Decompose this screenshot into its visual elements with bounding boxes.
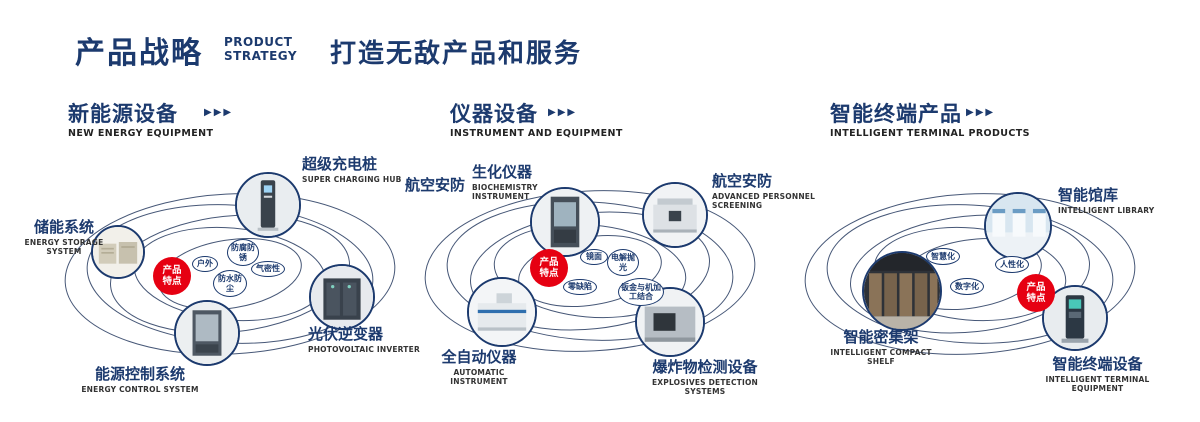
badge-line1: 产品 (162, 264, 182, 276)
item-label-aviation-security-left: 航空安防 (405, 176, 465, 194)
biochem-instrument-circle (530, 187, 600, 257)
item-name: 航空安防 (712, 172, 773, 190)
page-title-en-line1: PRODUCT (224, 35, 293, 49)
section-title-instrument: 仪器设备 (450, 102, 538, 126)
item-name: 爆炸物检测设备 (652, 358, 758, 376)
energy-control-circle (174, 300, 240, 366)
charging-hub-circle (235, 172, 301, 238)
feature-bubble: 镜面 (580, 249, 608, 265)
feature-bubble: 智慧化 (926, 248, 960, 265)
page-title: 产品战略 (75, 36, 203, 71)
item-label-compact-shelf: 智能密集架 INTELLIGENT COMPACT SHELF (822, 328, 940, 367)
item-name-en: ENERGY CONTROL SYSTEM (81, 385, 199, 394)
item-name: 光伏逆变器 (308, 325, 384, 343)
feature-bubble: 防腐防锈 (227, 239, 259, 266)
energy-storage-circle (91, 225, 145, 279)
item-name: 生化仪器 (472, 163, 533, 181)
page-title-en: PRODUCT STRATEGY (224, 35, 298, 64)
compact-shelf-image (864, 253, 940, 329)
item-name-en: ADVANCED PERSONNEL SCREENING (712, 192, 816, 211)
item-name: 能源控制系统 (94, 365, 185, 383)
arrows-icon: ▶▶▶ (204, 107, 234, 118)
feature-bubble: 数字化 (950, 278, 984, 295)
intelligent-library-image (986, 194, 1050, 258)
item-label-energy-storage: 储能系统 ENERGY STORAGE SYSTEM (22, 218, 106, 257)
item-name-en: INTELLIGENT COMPACT SHELF (830, 348, 932, 367)
item-label-personnel-screening: 航空安防 ADVANCED PERSONNEL SCREENING (712, 172, 822, 211)
features-badge-instrument: 产品 特点 (530, 249, 568, 287)
section-title-new-energy: 新能源设备 (68, 102, 178, 126)
energy-control-image (176, 302, 238, 364)
personnel-screening-image (644, 184, 706, 246)
item-name-en: EXPLOSIVES DETECTION SYSTEMS (651, 378, 759, 397)
features-badge-new-energy: 产品 特点 (153, 257, 191, 295)
badge-line1: 产品 (1026, 281, 1046, 293)
item-label-library: 智能馆库 INTELLIGENT LIBRARY (1058, 186, 1168, 215)
section-subtitle-instrument: INSTRUMENT AND EQUIPMENT (450, 128, 623, 139)
badge-line1: 产品 (539, 256, 559, 268)
pv-inverter-image (311, 266, 373, 328)
item-label-biochem: 生化仪器 BIOCHEMISTRY INSTRUMENT (472, 163, 567, 202)
biochem-instrument-image (532, 189, 598, 255)
item-name-en: ENERGY STORAGE SYSTEM (24, 238, 104, 257)
arrows-icon: ▶▶▶ (548, 107, 578, 118)
feature-bubble: 电解抛光 (607, 249, 639, 276)
item-label-explosives: 爆炸物检测设备 EXPLOSIVES DETECTION SYSTEMS (635, 358, 775, 397)
item-name-en: AUTOMATIC INSTRUMENT (450, 368, 508, 387)
item-name: 智能密集架 (843, 328, 919, 346)
feature-bubble: 防水防尘 (213, 270, 247, 297)
section-subtitle-new-energy: NEW ENERGY EQUIPMENT (68, 128, 214, 139)
section-title-intelligent: 智能终端产品 (830, 102, 962, 126)
item-label-pv-inverter: 光伏逆变器 PHOTOVOLTAIC INVERTER (308, 325, 420, 354)
page-title-en-line2: STRATEGY (224, 48, 298, 63)
item-name-en: BIOCHEMISTRY INSTRUMENT (472, 183, 538, 202)
item-label-energy-control: 能源控制系统 ENERGY CONTROL SYSTEM (78, 365, 202, 394)
feature-bubble: 气密性 (251, 261, 285, 277)
automatic-instrument-image (469, 279, 535, 345)
feature-bubble: 户外 (192, 256, 218, 272)
item-name: 全自动仪器 (441, 348, 517, 366)
automatic-instrument-circle (467, 277, 537, 347)
item-name-en: PHOTOVOLTAIC INVERTER (308, 345, 420, 354)
item-name-en: INTELLIGENT TERMINAL EQUIPMENT (1045, 375, 1150, 394)
personnel-screening-circle (642, 182, 708, 248)
compact-shelf-circle (862, 251, 942, 331)
arrows-icon: ▶▶▶ (966, 107, 996, 118)
item-label-automatic: 全自动仪器 AUTOMATIC INSTRUMENT (425, 348, 533, 387)
slogan: 打造无敌产品和服务 (330, 39, 583, 69)
item-name: 航空安防 (405, 176, 466, 194)
feature-bubble: 人性化 (995, 256, 1029, 273)
item-name: 超级充电桩 (302, 155, 378, 173)
badge-line2: 特点 (162, 276, 182, 287)
item-name: 储能系统 (33, 218, 94, 236)
charging-hub-image (237, 174, 299, 236)
energy-storage-image (93, 227, 143, 277)
feature-bubble: 零缺陷 (563, 279, 597, 295)
item-label-charging-hub: 超级充电桩 SUPER CHARGING HUB (302, 155, 402, 184)
item-name-en: INTELLIGENT LIBRARY (1058, 206, 1155, 215)
item-name: 智能馆库 (1058, 186, 1119, 204)
intelligent-library-circle (984, 192, 1052, 260)
item-label-terminal: 智能终端设备 INTELLIGENT TERMINAL EQUIPMENT (1025, 355, 1170, 394)
features-badge-intelligent: 产品 特点 (1017, 274, 1055, 312)
section-subtitle-intelligent: INTELLIGENT TERMINAL PRODUCTS (830, 128, 1030, 139)
badge-line2: 特点 (539, 268, 559, 279)
item-name-en: SUPER CHARGING HUB (302, 175, 402, 184)
badge-line2: 特点 (1026, 293, 1046, 304)
pv-inverter-circle (309, 264, 375, 330)
item-name: 智能终端设备 (1052, 355, 1143, 373)
feature-bubble: 钣金与机加工结合 (618, 278, 664, 306)
